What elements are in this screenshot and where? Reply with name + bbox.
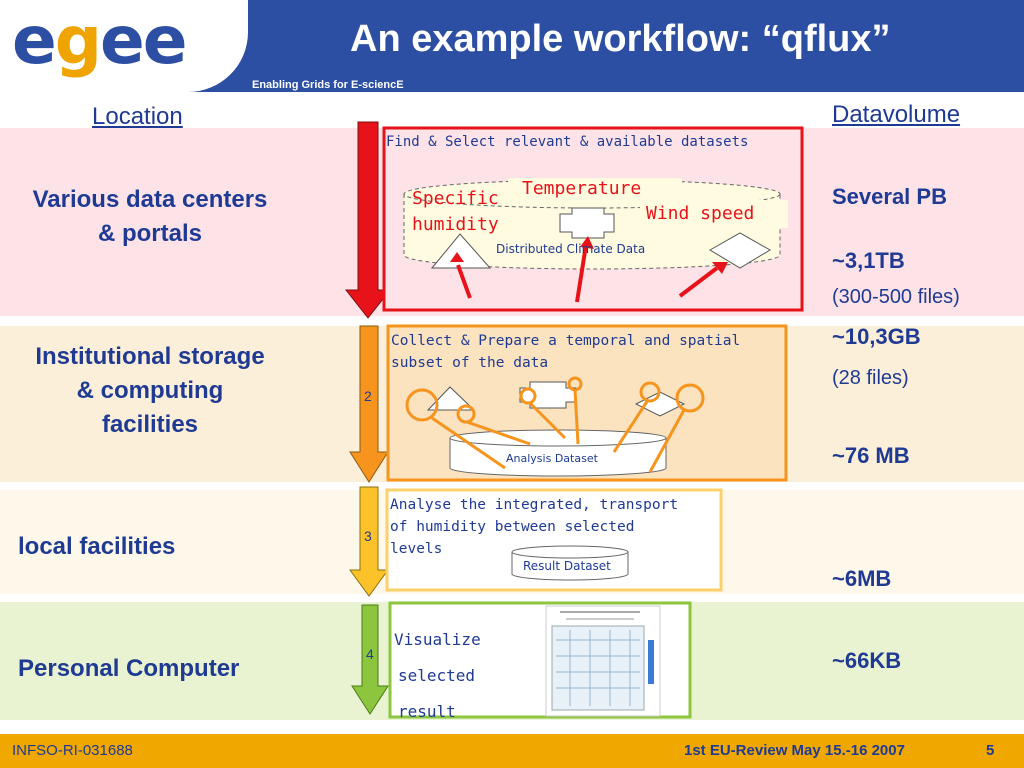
volume-76mb: ~76 MB (832, 443, 910, 468)
volume-files-28: (28 files) (832, 367, 909, 389)
label-distributed-climate-data: Distributed Climate Data (496, 242, 646, 256)
step-number-2: 2 (364, 388, 372, 404)
label-analysis-dataset: Analysis Dataset (506, 452, 598, 465)
step3-description: Analyse the integrated, transport of hum… (390, 497, 679, 557)
footer-project-id: INFSO-RI-031688 (12, 742, 133, 759)
diamond-shape (709, 232, 771, 269)
cross-shape (559, 207, 615, 239)
volume-3-1tb: ~3,1TB (832, 248, 905, 273)
volume-files-300-500: (300-500 files) (832, 286, 960, 308)
step1-arrow (344, 121, 392, 319)
location-data-centers: Various data centers & portals (32, 186, 268, 247)
page-subtitle: Enabling Grids for E-sciencE (252, 79, 404, 91)
location-personal: Personal Computer (18, 655, 240, 682)
volume-6mb: ~6MB (832, 566, 892, 591)
logo-background (0, 0, 248, 92)
egee-logo: egee (12, 2, 188, 79)
datavolume-header: Datavolume (832, 101, 961, 128)
footer-event: 1st EU-Review May 15.-16 2007 (684, 742, 905, 759)
label-temperature: Temperature (522, 178, 642, 199)
page-title: An example workflow: “qflux” (350, 18, 891, 60)
step3-arrow (349, 486, 389, 597)
location-header: Location (92, 103, 183, 130)
step4-description: Visualize selected result (394, 630, 481, 721)
footer-bar (0, 734, 1024, 768)
label-result-dataset: Result Dataset (523, 559, 611, 573)
step-number-3: 3 (364, 528, 372, 544)
location-institutional: Institutional storage & computing facili… (35, 343, 265, 438)
volume-10-3gb: ~10,3GB (832, 324, 921, 349)
step4-arrow (351, 604, 389, 715)
footer-page-number: 5 (986, 742, 995, 759)
step-number-4: 4 (366, 646, 374, 662)
volume-66kb: ~66KB (832, 648, 902, 673)
volume-several-pb: Several PB (832, 184, 947, 209)
label-wind-speed: Wind speed (646, 203, 755, 224)
location-local: local facilities (18, 533, 176, 560)
result-cylinder (511, 552, 629, 581)
label-specific-humidity: Specific humidity (412, 188, 499, 235)
step-number-1: 1 (362, 201, 370, 217)
step2-arrow (349, 325, 389, 483)
step1-description: Find & Select relevant & available datas… (386, 134, 749, 150)
step2-description: Collect & Prepare a temporal and spatial… (391, 333, 741, 371)
